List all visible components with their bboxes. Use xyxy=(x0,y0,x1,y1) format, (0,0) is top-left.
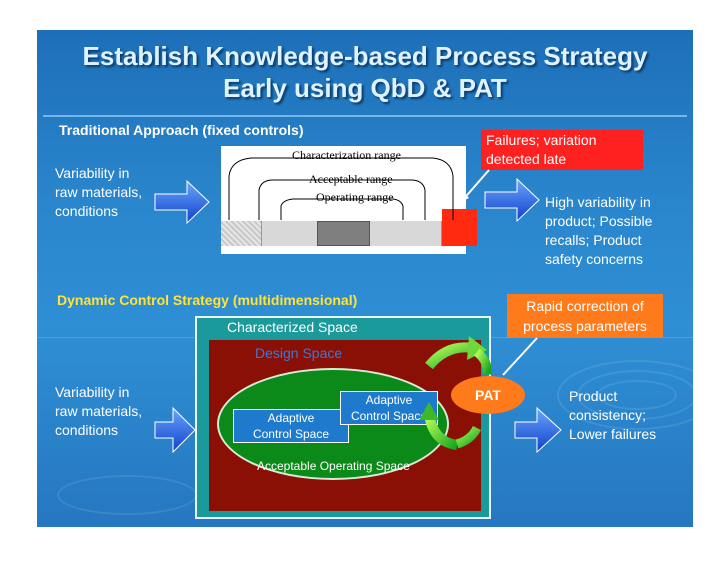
diagram-graphics xyxy=(154,157,562,454)
feedback-cycle-icon xyxy=(419,336,492,450)
traditional-output-text: High variability in product; Possible re… xyxy=(545,194,653,267)
arrow-right-icon xyxy=(154,406,196,454)
design-space-label: Design Space xyxy=(255,345,343,361)
traditional-heading: Traditional Approach (fixed controls) xyxy=(59,122,304,138)
adaptive-control-space-1: Adaptive Control Space xyxy=(233,409,349,443)
arrow-right-icon xyxy=(514,406,562,454)
failures-callout: Failures; variation detected late xyxy=(481,130,643,170)
ripple-decoration xyxy=(557,360,693,430)
rapid-correction-callout: Rapid correction of process parameters xyxy=(507,294,663,338)
arrow-right-icon xyxy=(484,177,540,223)
range-bar-characterization xyxy=(221,221,261,246)
dynamic-heading: Dynamic Control Strategy (multidimension… xyxy=(57,292,358,308)
slide-title: Establish Knowledge-based Process Strate… xyxy=(37,40,693,104)
operating-range-label: Operating range xyxy=(316,190,394,204)
characterized-space-label: Characterized Space xyxy=(227,319,358,335)
acceptable-operating-space-label: Acceptable Operating Space xyxy=(257,459,410,473)
arrow-right-icon xyxy=(154,179,210,225)
callout-pointer-head xyxy=(461,192,469,202)
callout-pointer xyxy=(502,337,538,376)
acceptable-range-label: Acceptable range xyxy=(309,172,393,186)
title-divider xyxy=(43,115,687,117)
range-bar-acceptable xyxy=(261,221,317,246)
dynamic-output-text: Product consistency; Lower failures xyxy=(569,388,657,442)
title-line-2: Early using QbD & PAT xyxy=(223,73,507,103)
range-bar-operating xyxy=(317,221,370,246)
pat-node xyxy=(451,376,525,414)
pat-label: PAT xyxy=(475,387,501,403)
dynamic-input-text: Variability in raw materials, conditions xyxy=(55,384,143,438)
slide: Establish Knowledge-based Process Strate… xyxy=(37,30,693,527)
traditional-input-text: Variability in raw materials, conditions xyxy=(55,165,143,219)
range-brackets xyxy=(228,157,454,220)
range-bar-acceptable xyxy=(370,221,442,246)
failure-marker xyxy=(442,209,477,246)
title-line-1: Establish Knowledge-based Process Strate… xyxy=(82,41,648,71)
